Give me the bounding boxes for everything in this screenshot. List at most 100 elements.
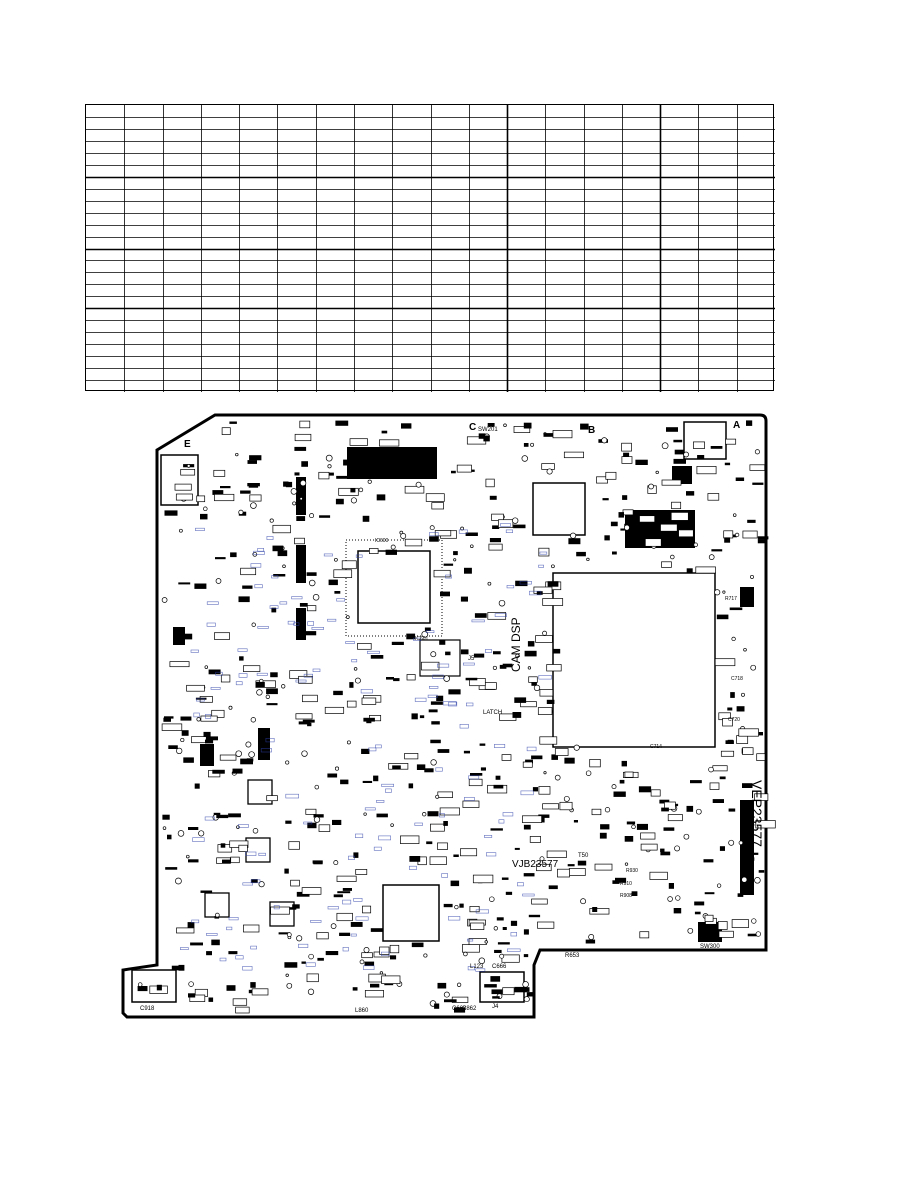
component-mark [162,826,167,830]
component-mark [211,709,225,718]
blue-mark [506,585,515,589]
component-mark [589,908,610,915]
component-mark [370,655,384,659]
component-mark [335,498,344,505]
component-mark [430,651,437,658]
component-mark [722,718,733,727]
part-label: SW201 [478,427,498,433]
component-mark [205,736,218,741]
component-mark [389,944,400,954]
component-mark [640,832,656,840]
component-mark [539,689,554,697]
component-mark [353,667,358,671]
component-mark [195,584,203,588]
component-mark [596,476,608,484]
blue-mark [520,790,534,796]
component-mark [390,823,394,827]
component-mark [622,509,634,516]
component-mark [502,987,515,996]
component-mark [747,519,756,523]
blue-mark [345,641,355,644]
component-mark [161,723,183,731]
component-mark [299,479,307,487]
blue-mark [242,966,253,971]
component-mark [443,991,450,998]
component-mark [501,877,509,880]
component-mark [626,821,636,825]
component-mark [536,591,543,595]
component-mark [334,766,340,771]
component-mark [621,442,632,452]
component-mark [206,951,212,956]
component-mark [196,717,201,722]
component-mark [212,490,224,495]
component-mark [497,942,510,945]
component-mark [200,513,208,520]
component-mark [346,740,351,745]
blue-mark [355,554,363,558]
component-mark [505,891,513,895]
part-label: C918 [140,1006,155,1012]
component-mark [470,544,474,548]
component-mark [522,815,542,823]
component-mark [318,824,331,832]
component-mark [295,713,313,720]
component-mark [528,914,541,918]
component-mark [451,470,456,474]
component-mark [194,783,200,789]
component-mark [725,438,737,445]
component-mark [731,636,736,642]
component-mark [312,860,323,864]
component-mark [490,828,503,831]
component-mark [448,689,461,695]
component-mark [736,735,749,744]
blue-mark [250,945,257,950]
component-mark [431,502,444,510]
component-mark [270,906,290,915]
component-mark [723,530,734,539]
part-label: R653 [565,953,580,959]
component-mark [709,782,720,790]
component-mark [363,947,370,953]
blue-mark [355,916,369,921]
component-mark [660,523,678,532]
component-mark [557,868,570,878]
component-mark [464,567,472,574]
component-mark [429,525,435,531]
component-mark [510,920,518,926]
component-mark [468,778,483,787]
component-mark [622,495,628,500]
component-mark [307,722,312,727]
component-mark [755,820,776,829]
component-mark [754,793,769,801]
blue-mark [355,833,364,839]
blue-mark [348,855,355,860]
part-label: C666 [492,964,507,970]
component-mark [182,633,193,640]
component-mark [576,551,586,557]
component-mark [747,933,759,937]
component-mark [724,462,731,466]
component-mark [624,771,634,778]
component-mark [674,845,681,852]
blue-annotation-marks [180,523,552,972]
component-mark [546,664,562,672]
component-mark [478,957,486,965]
component-mark [474,613,487,618]
component-mark [354,677,361,684]
blue-mark [428,685,439,689]
component-mark [419,715,425,719]
component-mark [524,650,537,657]
component-mark [232,998,248,1006]
component-mark [228,813,241,818]
component-mark [730,692,735,698]
component-mark [531,682,537,686]
component-mark [343,459,350,466]
component-mark [752,482,764,485]
blue-mark [522,893,535,897]
component-mark [592,907,598,912]
component-mark [543,433,553,437]
component-mark [542,630,548,636]
component-mark [620,528,625,531]
component-mark [738,728,759,737]
